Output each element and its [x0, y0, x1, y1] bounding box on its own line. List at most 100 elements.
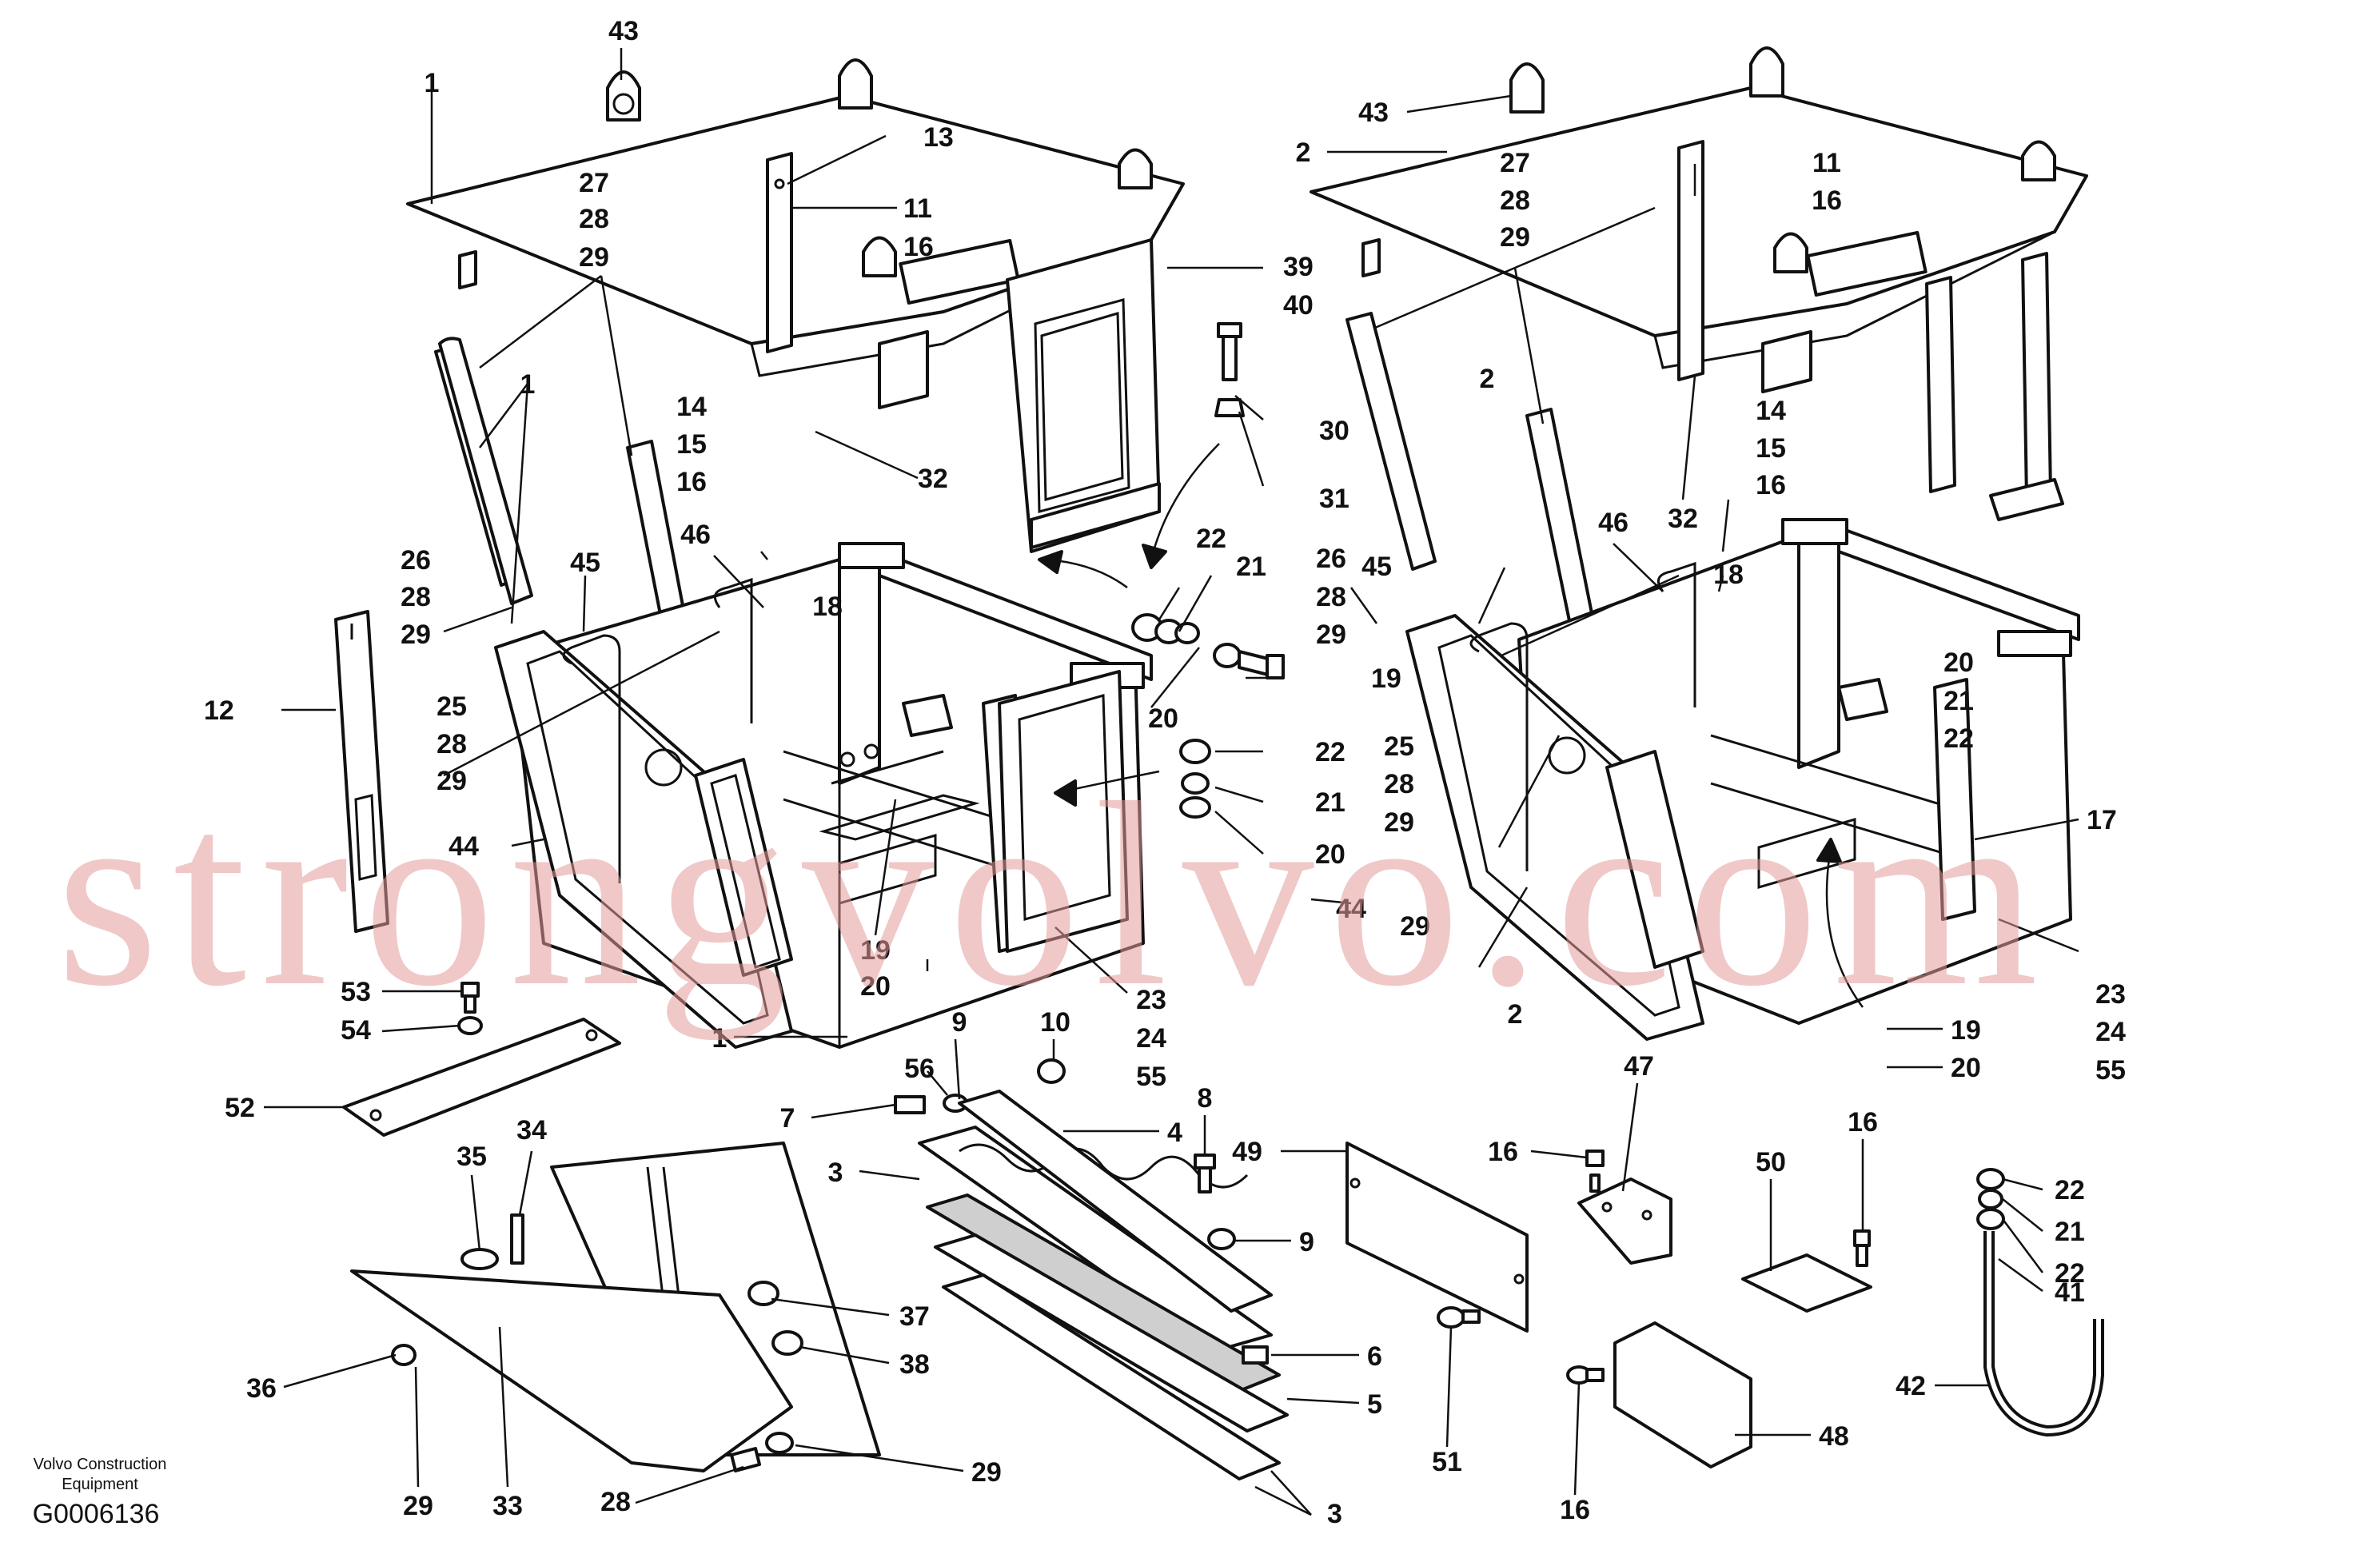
left-base-door — [982, 670, 1129, 953]
callout-16: 16 — [1812, 185, 1842, 216]
bolt-30 — [1214, 322, 1245, 417]
callout-21: 21 — [1943, 686, 1974, 716]
callout-44: 44 — [1336, 894, 1366, 924]
callout-55: 55 — [1136, 1062, 1166, 1092]
u-bolt-41-42 — [1976, 1168, 2104, 1437]
callout-49: 49 — [1232, 1137, 1262, 1167]
callout-20: 20 — [1951, 1053, 1981, 1083]
callout-47: 47 — [1624, 1051, 1654, 1082]
callout-14: 14 — [1756, 396, 1786, 426]
right-cab-base-frame — [1517, 518, 2080, 1025]
callout-16: 16 — [1848, 1107, 1878, 1138]
leader-lines — [264, 48, 2079, 1516]
callout-43: 43 — [1358, 98, 1389, 128]
callout-23: 23 — [2095, 979, 2126, 1010]
bolt-34-35 — [460, 1213, 524, 1270]
callout-25: 25 — [437, 691, 467, 722]
left-windshield-post — [438, 337, 533, 605]
callout-29: 29 — [1384, 807, 1414, 838]
callout-4: 4 — [1167, 1118, 1182, 1148]
callout-12: 12 — [204, 695, 234, 726]
callout-34: 34 — [516, 1115, 547, 1146]
callout-28: 28 — [1316, 582, 1346, 612]
plate-49 — [1345, 1142, 1529, 1333]
callout-21: 21 — [1236, 552, 1266, 582]
callout-28: 28 — [401, 582, 431, 612]
callout-18: 18 — [1713, 560, 1744, 590]
callout-28: 28 — [1500, 185, 1530, 216]
callout-33: 33 — [492, 1491, 523, 1521]
callout-21: 21 — [2055, 1217, 2085, 1247]
callout-29: 29 — [403, 1491, 433, 1521]
callout-7: 7 — [780, 1103, 795, 1134]
callout-15: 15 — [676, 429, 707, 460]
callout-16: 16 — [1756, 470, 1786, 500]
credit-line-2: Equipment — [62, 1476, 138, 1493]
plate-50 — [1741, 1253, 1872, 1313]
callout-15: 15 — [1756, 433, 1786, 464]
callout-36: 36 — [246, 1373, 277, 1404]
callout-2: 2 — [1296, 137, 1311, 168]
credit-line-1: Volvo Construction — [34, 1456, 167, 1473]
callout-20: 20 — [1315, 839, 1345, 870]
callout-1: 1 — [425, 68, 440, 98]
callout-19: 19 — [1371, 663, 1401, 694]
callout-29: 29 — [1316, 620, 1346, 650]
cover-47 — [1577, 1177, 1672, 1265]
left-handrail — [562, 577, 753, 883]
callout-2: 2 — [1480, 364, 1495, 394]
callout-19: 19 — [1951, 1015, 1981, 1046]
callout-52: 52 — [225, 1093, 255, 1123]
callout-22: 22 — [1943, 723, 1974, 754]
left-rear-channel — [334, 610, 389, 933]
callout-41: 41 — [2055, 1277, 2085, 1308]
callout-26: 26 — [401, 545, 431, 576]
seal-strip-assembly-4 — [918, 1090, 1289, 1480]
bolt-16-cover — [1585, 1150, 1605, 1193]
callout-3: 3 — [1327, 1499, 1342, 1529]
callout-50: 50 — [1756, 1147, 1786, 1177]
bolt-51 — [1437, 1306, 1481, 1329]
callout-38: 38 — [899, 1349, 930, 1380]
callout-32: 32 — [918, 464, 948, 494]
callout-13: 13 — [923, 122, 954, 153]
callout-55: 55 — [2095, 1055, 2126, 1086]
callout-1: 1 — [520, 369, 536, 400]
callout-51: 51 — [1432, 1447, 1462, 1477]
callout-32: 32 — [1668, 504, 1698, 534]
callout-16: 16 — [1488, 1137, 1518, 1167]
callout-27: 27 — [579, 168, 609, 198]
callout-39: 39 — [1283, 252, 1314, 282]
callout-2: 2 — [1508, 999, 1523, 1030]
panel-assembly-33 — [350, 1142, 881, 1472]
callout-8: 8 — [1198, 1083, 1213, 1114]
callout-19: 19 — [860, 935, 891, 966]
bolt-8-9 — [1194, 1154, 1236, 1250]
callout-29: 29 — [1500, 222, 1530, 253]
callout-28: 28 — [1384, 769, 1414, 799]
callout-3: 3 — [828, 1158, 843, 1188]
callout-22: 22 — [2055, 1258, 2085, 1289]
bolt-7-56 — [894, 1094, 968, 1114]
callout-37: 37 — [899, 1301, 930, 1332]
callout-21: 21 — [1315, 787, 1345, 818]
callout-28: 28 — [437, 729, 467, 759]
bolt-16-plate — [1853, 1229, 1871, 1267]
plate-48 — [1613, 1321, 1752, 1468]
callout-27: 27 — [1500, 148, 1530, 178]
callout-46: 46 — [680, 520, 711, 550]
callout-29: 29 — [971, 1457, 1002, 1488]
callout-16: 16 — [676, 467, 707, 497]
callout-22: 22 — [2055, 1175, 2085, 1205]
callout-16: 16 — [1560, 1495, 1590, 1525]
callout-24: 24 — [1136, 1023, 1166, 1054]
watermark: strongvolvo.com — [56, 749, 2052, 1041]
callout-20: 20 — [1148, 703, 1178, 734]
callout-29: 29 — [1400, 911, 1430, 942]
callout-11: 11 — [903, 193, 932, 224]
callout-29: 29 — [401, 620, 431, 650]
callout-6: 6 — [1367, 1341, 1382, 1372]
right-side-door-panel — [1405, 614, 1704, 1041]
callout-25: 25 — [1384, 731, 1414, 762]
